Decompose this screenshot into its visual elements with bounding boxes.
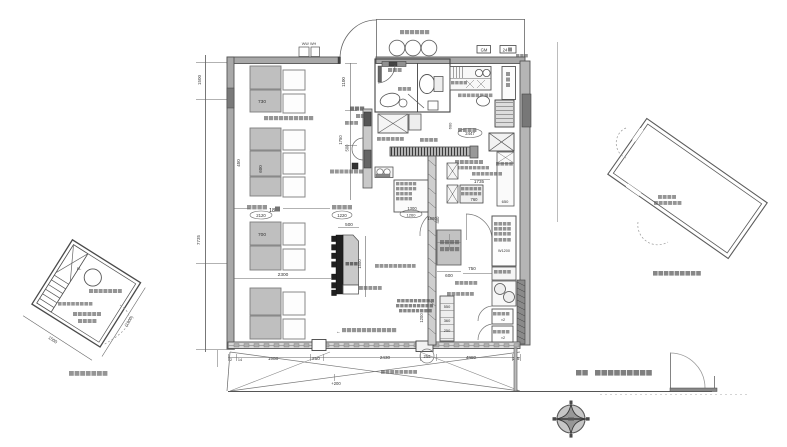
svg-text:500: 500 (345, 222, 353, 227)
svg-text:650: 650 (502, 199, 509, 204)
svg-text:500: 500 (345, 144, 350, 152)
svg-text:600: 600 (258, 165, 263, 173)
svg-text:1200: 1200 (419, 313, 424, 323)
svg-text:1988: 1988 (268, 356, 279, 361)
svg-text:14: 14 (238, 358, 242, 362)
svg-text:1300: 1300 (407, 206, 417, 211)
svg-text:2300: 2300 (278, 272, 289, 278)
svg-text:18: 18 (269, 208, 275, 214)
svg-text:250: 250 (312, 356, 320, 361)
svg-text:2: 2 (230, 358, 232, 362)
svg-text:360: 360 (444, 318, 451, 323)
svg-text:2120: 2120 (256, 213, 266, 218)
svg-text:450: 450 (236, 159, 241, 167)
svg-text:WW WH: WW WH (302, 42, 317, 46)
svg-text:730: 730 (258, 99, 266, 105)
svg-text:700: 700 (258, 232, 266, 238)
svg-text:550: 550 (444, 304, 451, 309)
svg-text:GM: GM (481, 48, 488, 53)
svg-text:2447: 2447 (465, 131, 475, 136)
svg-text:EL: EL (77, 267, 81, 271)
svg-text:4980: 4980 (466, 355, 477, 360)
svg-text:2430: 2430 (380, 355, 391, 360)
svg-text:760: 760 (471, 197, 479, 202)
svg-text:1500: 1500 (47, 335, 58, 345)
svg-text:600: 600 (445, 273, 453, 278)
svg-text:255: 255 (424, 354, 432, 359)
svg-text:W1200: W1200 (498, 249, 510, 253)
svg-text:←: ← (336, 329, 341, 334)
svg-text:400: 400 (435, 216, 440, 224)
svg-text:1750: 1750 (338, 135, 343, 145)
svg-text:1100: 1100 (341, 77, 346, 87)
svg-text:+200: +200 (331, 381, 341, 386)
svg-text:1860: 1860 (427, 216, 437, 221)
svg-text:1500: 1500 (197, 74, 202, 85)
svg-text:1500: 1500 (357, 259, 362, 269)
svg-text:×2: ×2 (501, 336, 505, 340)
svg-text:750: 750 (468, 266, 476, 271)
svg-text:1260: 1260 (407, 213, 417, 218)
svg-text:(1900): (1900) (123, 314, 134, 327)
svg-text:250: 250 (444, 328, 451, 333)
svg-text:1220: 1220 (337, 213, 347, 218)
svg-text:600: 600 (448, 122, 453, 129)
svg-text:24: 24 (503, 48, 508, 53)
svg-text:1735: 1735 (474, 179, 485, 184)
svg-text:×2: ×2 (501, 318, 505, 322)
svg-text:7735: 7735 (196, 234, 201, 245)
